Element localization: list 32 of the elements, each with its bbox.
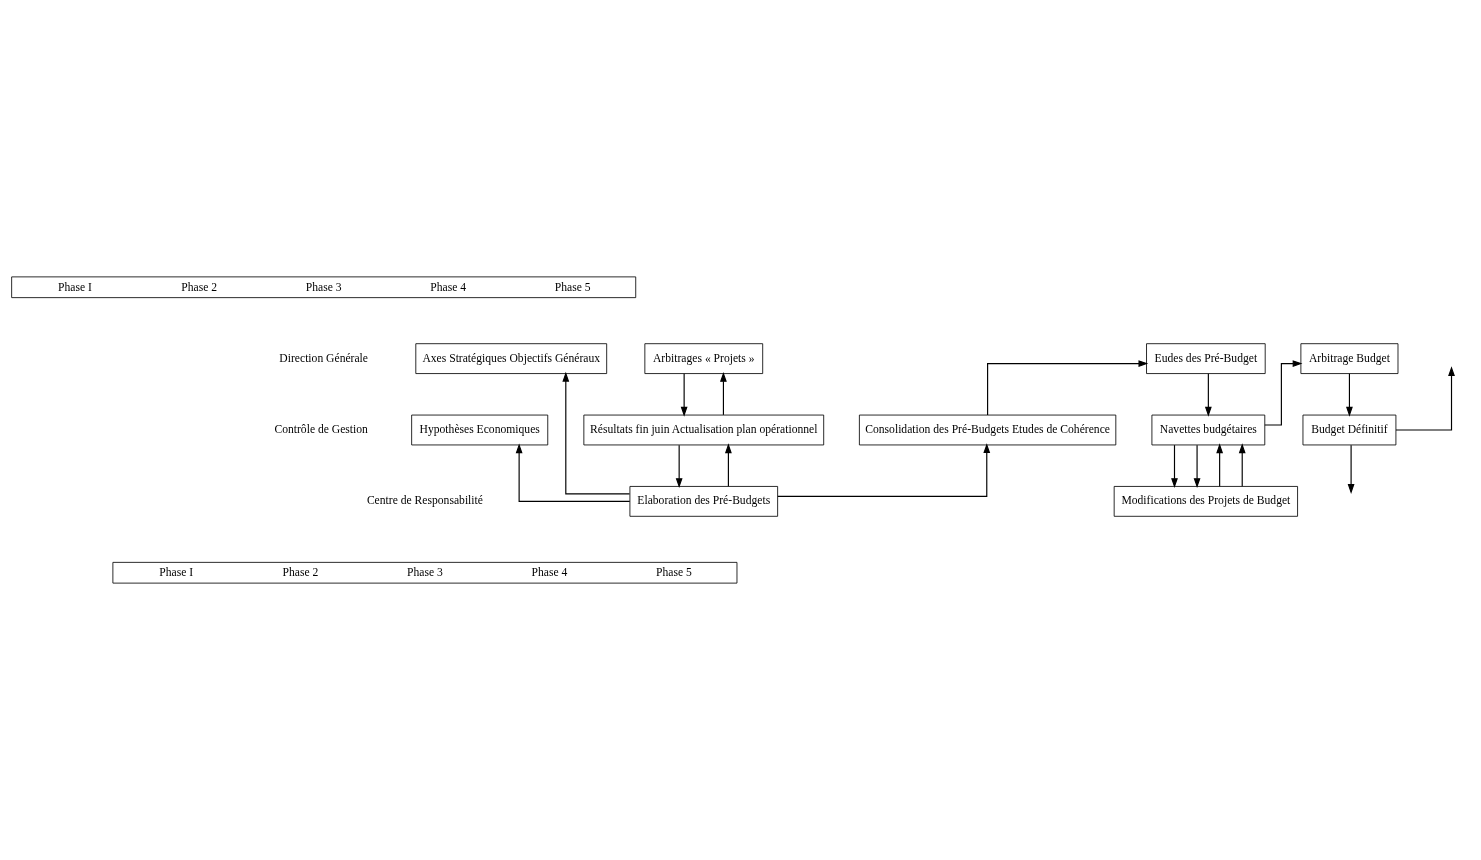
node-box: Consolidation des Pré-Budgets Etudes de Cohérence (858, 414, 1117, 446)
arrow (1193, 444, 1201, 488)
arrow (987, 360, 1149, 416)
node-box: Eudes des Pré-Budget (1146, 343, 1266, 374)
arrow (680, 373, 688, 417)
node-box: Hypothèses Economiques (411, 414, 549, 446)
arrow (515, 443, 631, 502)
node-box: Axes Stratégiques Objectifs Généraux (415, 343, 608, 374)
node-box: Budget Définitif (1302, 414, 1397, 446)
arrow (1238, 443, 1246, 487)
node-box: Arbitrages « Projets » (644, 343, 764, 374)
arrow (1347, 444, 1355, 494)
node-box: Phase I Phase 2 Phase 3 Phase 4 Phase 5 (112, 561, 738, 584)
arrow (720, 372, 727, 416)
arrow (724, 443, 732, 487)
arrow (1171, 444, 1178, 488)
arrow (562, 371, 631, 495)
node-box: Résultats fin juin Actualisation plan opérationnel (583, 414, 825, 446)
arrow (1216, 443, 1224, 487)
label: Centre de Responsabilité (366, 494, 483, 508)
node-box: Phase I Phase 2 Phase 3 Phase 4 Phase 5 (11, 276, 637, 299)
node-box: Modifications des Projets de Budget (1113, 486, 1298, 517)
arrow (777, 443, 991, 497)
label: Contrôle de Gestion (274, 423, 368, 437)
arrow (1395, 366, 1455, 431)
arrow (675, 444, 683, 488)
node-box: Arbitrage Budget (1300, 343, 1399, 374)
node-box: Elaboration des Pré-Budgets (629, 486, 779, 517)
arrow (1346, 373, 1353, 417)
label: Direction Générale (279, 351, 368, 365)
arrow (1204, 373, 1212, 417)
node-box: Navettes budgétaires (1151, 414, 1266, 446)
